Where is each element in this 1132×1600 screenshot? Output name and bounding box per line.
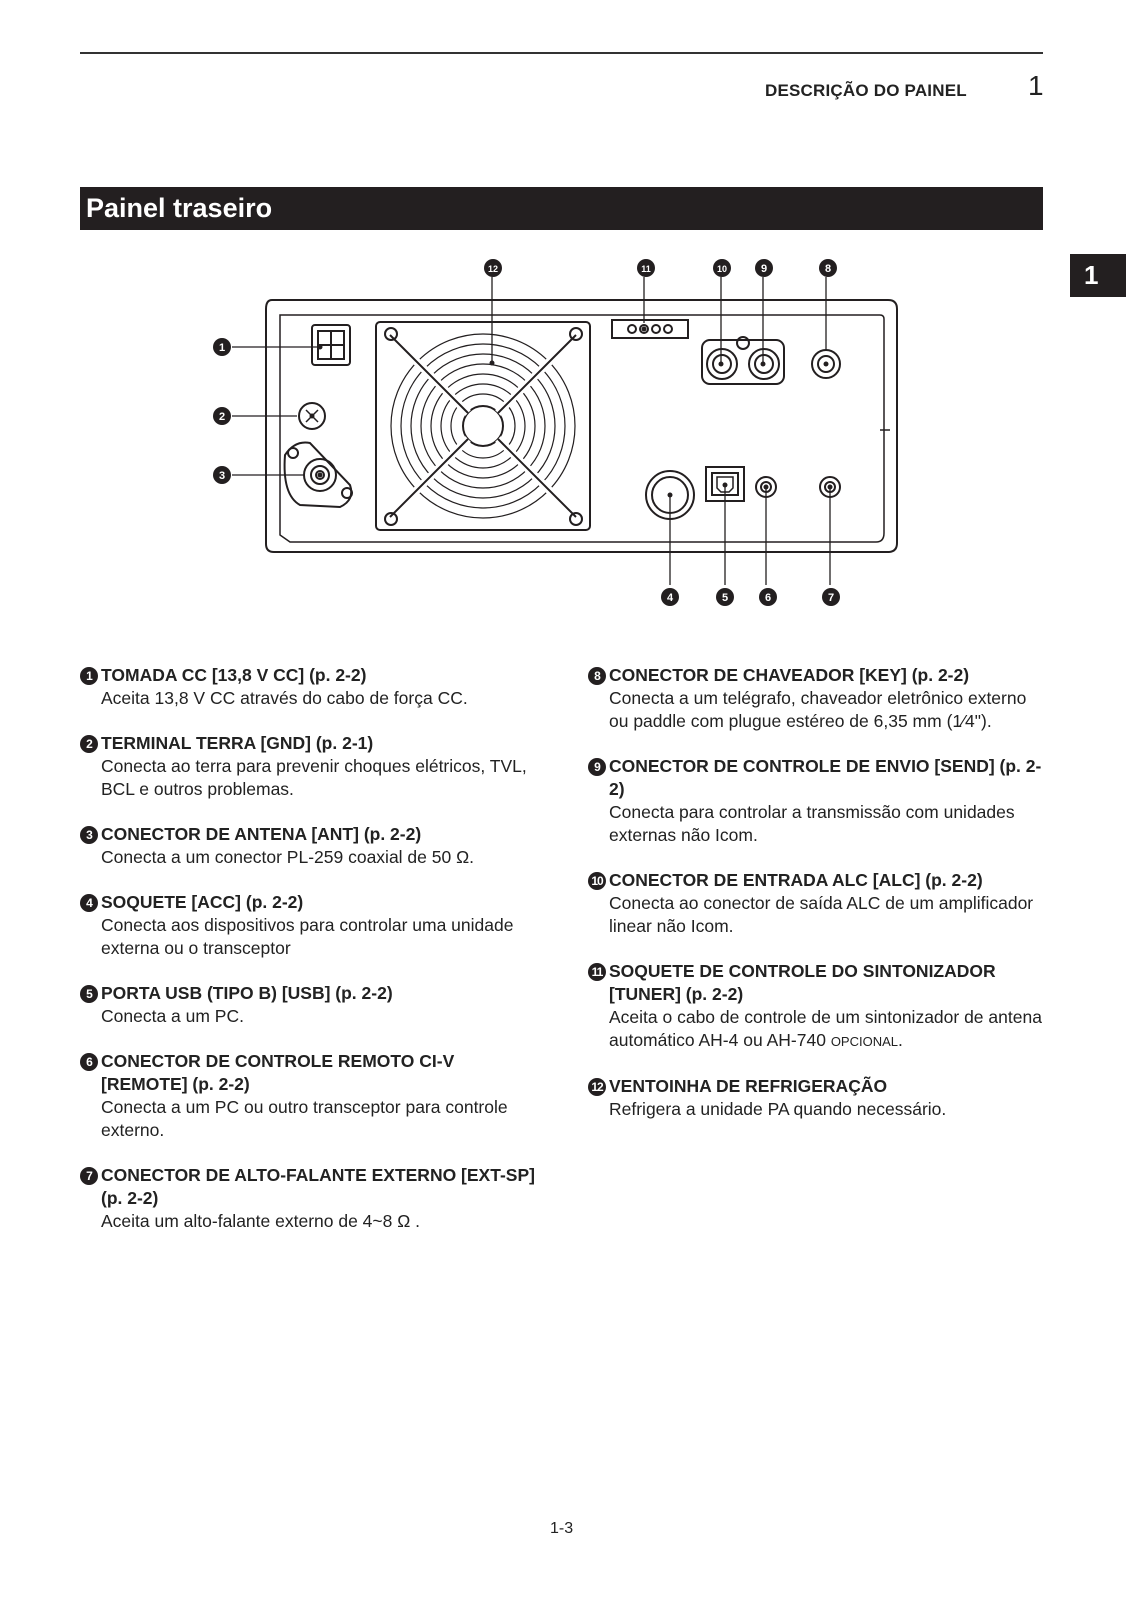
chapter-tab[interactable]: 1	[1070, 254, 1126, 297]
item-title: CONECTOR DE CONTROLE REMOTO CI-V [REMOTE…	[101, 1051, 455, 1094]
item-gnd-terminal: 2 TERMINAL TERRA [GND] (p. 2-1) Conecta …	[80, 732, 540, 801]
item-title: PORTA USB (TIPO B) [USB] (p. 2-2)	[101, 983, 393, 1003]
item-usb-port: 5 PORTA USB (TIPO B) [USB] (p. 2-2) Cone…	[80, 982, 540, 1028]
item-description: Conecta a um telégrafo, chaveador eletrô…	[609, 688, 1027, 731]
callout-label: 6	[765, 592, 771, 604]
item-dc-socket: 1 TOMADA CC [13,8 V CC] (p. 2-2) Aceita …	[80, 664, 540, 710]
item-number: 2	[80, 735, 98, 753]
callout-4: 4	[661, 588, 679, 606]
item-title: CONECTOR DE CHAVEADOR [KEY] (p. 2-2)	[609, 665, 970, 685]
item-title: TERMINAL TERRA [GND] (p. 2-1)	[101, 733, 374, 753]
item-cooling-fan: 12 VENTOINHA DE REFRIGERAÇÃO Refrigera a…	[588, 1075, 1048, 1121]
callout-5: 5	[716, 588, 734, 606]
item-description: Conecta a um PC ou outro transceptor par…	[101, 1097, 508, 1140]
descriptions-right-column: 8 CONECTOR DE CHAVEADOR [KEY] (p. 2-2) C…	[588, 664, 1048, 1143]
rear-panel-diagram: 1 2 3 4 5 6 7 8 9 10 11 12	[213, 259, 898, 606]
item-description: Conecta a um PC.	[101, 1006, 244, 1026]
item-title: TOMADA CC [13,8 V CC] (p. 2-2)	[101, 665, 367, 685]
descriptions-left-column: 1 TOMADA CC [13,8 V CC] (p. 2-2) Aceita …	[80, 664, 540, 1255]
callout-6: 6	[759, 588, 777, 606]
callout-12: 12	[484, 259, 502, 277]
item-description-text: Aceita o cabo de controle de um sintoniz…	[609, 1007, 1042, 1050]
item-number: 5	[80, 985, 98, 1003]
item-number: 3	[80, 826, 98, 844]
callout-11: 11	[637, 259, 655, 277]
item-number: 1	[80, 667, 98, 685]
callout-1: 1	[213, 338, 231, 356]
item-description: Refrigera a unidade PA quando necessário…	[609, 1099, 947, 1119]
item-title: CONECTOR DE ENTRADA ALC [ALC] (p. 2-2)	[609, 870, 983, 890]
callout-label: 4	[667, 592, 674, 604]
callout-label: 12	[488, 264, 498, 274]
item-key-connector: 8 CONECTOR DE CHAVEADOR [KEY] (p. 2-2) C…	[588, 664, 1048, 733]
callout-label: 11	[641, 264, 651, 274]
item-number: 8	[588, 667, 606, 685]
callout-2: 2	[213, 407, 231, 425]
callout-label: 10	[717, 264, 727, 274]
item-number: 11	[588, 963, 606, 981]
callout-label: 9	[761, 263, 767, 275]
callout-10: 10	[713, 259, 731, 277]
callout-8: 8	[819, 259, 837, 277]
item-antenna-connector: 3 CONECTOR DE ANTENA [ANT] (p. 2-2) Cone…	[80, 823, 540, 869]
item-title: VENTOINHA DE REFRIGERAÇÃO	[609, 1076, 888, 1096]
item-description: Conecta ao terra para prevenir choques e…	[101, 756, 527, 799]
item-description: Conecta a um conector PL-259 coaxial de …	[101, 847, 475, 867]
item-description: Conecta para controlar a transmissão com…	[609, 802, 1015, 845]
item-description-end: .	[898, 1030, 903, 1050]
callout-label: 3	[219, 470, 225, 482]
item-send-connector: 9 CONECTOR DE CONTROLE DE ENVIO [SEND] (…	[588, 755, 1048, 847]
item-number: 6	[80, 1053, 98, 1071]
item-description: Aceita um alto-falante externo de 4~8 Ω …	[101, 1211, 421, 1231]
item-tuner-socket: 11 SOQUETE DE CONTROLE DO SINTONIZADOR […	[588, 960, 1048, 1053]
page-title: Painel traseiro	[80, 187, 1043, 230]
item-alc-connector: 10 CONECTOR DE ENTRADA ALC [ALC] (p. 2-2…	[588, 869, 1048, 938]
item-title: CONECTOR DE CONTROLE DE ENVIO [SEND] (p.…	[609, 756, 1042, 799]
item-title: CONECTOR DE ANTENA [ANT] (p. 2-2)	[101, 824, 422, 844]
section-header: DESCRIÇÃO DO PAINEL	[765, 81, 967, 100]
callout-label: 7	[828, 592, 834, 604]
callout-label: 8	[825, 263, 831, 275]
callout-3: 3	[213, 466, 231, 484]
callout-label: 1	[219, 342, 225, 354]
item-ext-speaker-connector: 7 CONECTOR DE ALTO-FALANTE EXTERNO [EXT-…	[80, 1164, 540, 1233]
item-number: 12	[588, 1078, 606, 1096]
item-number: 10	[588, 872, 606, 890]
page-number: 1-3	[550, 1520, 574, 1537]
optional-label: OPCIONAL	[830, 1034, 898, 1049]
top-rule	[80, 52, 1043, 54]
item-description: Conecta aos dispositivos para controlar …	[101, 915, 514, 958]
callout-9: 9	[755, 259, 773, 277]
callout-7: 7	[822, 588, 840, 606]
item-description: Aceita 13,8 V CC através do cabo de forç…	[101, 688, 468, 708]
item-remote-connector: 6 CONECTOR DE CONTROLE REMOTO CI-V [REMO…	[80, 1050, 540, 1142]
item-description: Conecta ao conector de saída ALC de um a…	[609, 893, 1034, 936]
item-description: Aceita o cabo de controle de um sintoniz…	[609, 1006, 1048, 1053]
item-title: SOQUETE DE CONTROLE DO SINTONIZADOR [TUN…	[609, 961, 996, 1004]
callout-label: 2	[219, 411, 225, 423]
item-number: 4	[80, 894, 98, 912]
callout-label: 5	[722, 592, 728, 604]
item-number: 7	[80, 1167, 98, 1185]
item-title: SOQUETE [ACC] (p. 2-2)	[101, 892, 304, 912]
item-number: 9	[588, 758, 606, 776]
item-acc-socket: 4 SOQUETE [ACC] (p. 2-2) Conecta aos dis…	[80, 891, 540, 960]
item-title: CONECTOR DE ALTO-FALANTE EXTERNO [EXT-SP…	[101, 1165, 535, 1208]
chapter-number: 1	[1028, 70, 1044, 101]
